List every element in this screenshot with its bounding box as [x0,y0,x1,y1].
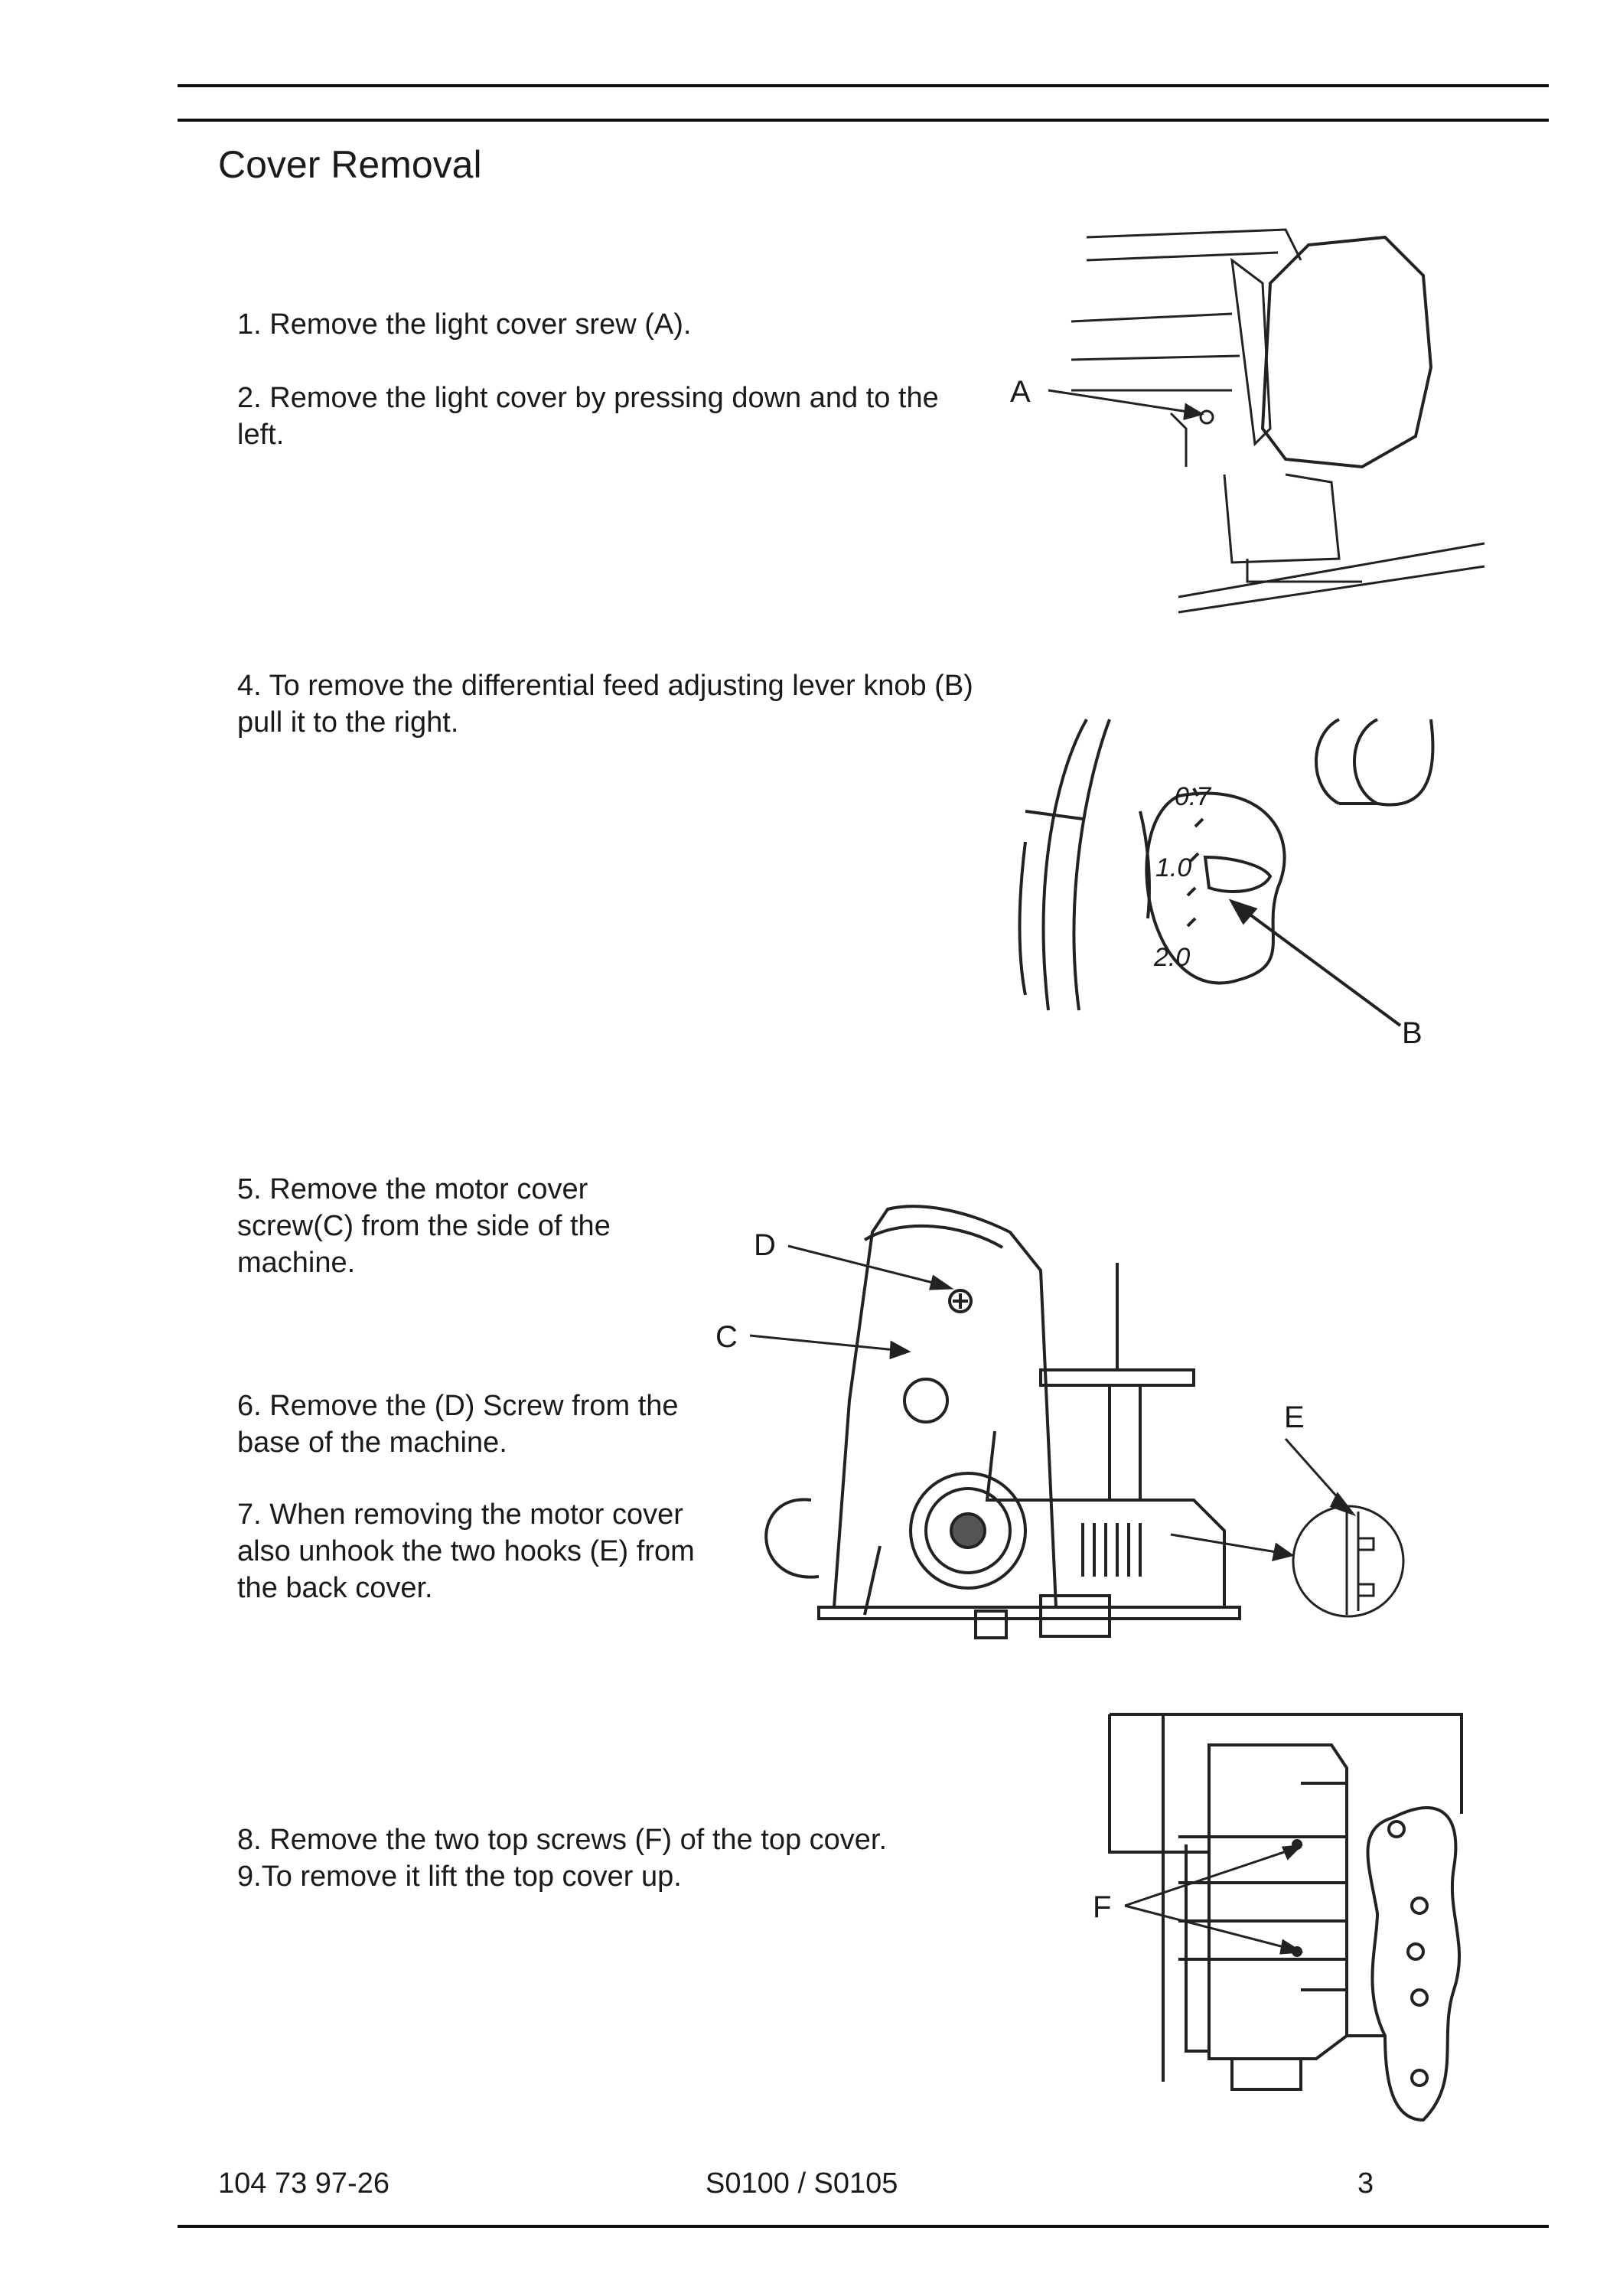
arrow-c [750,1332,918,1370]
step-6: 6. Remove the (D) Screw from the base of… [237,1390,679,1459]
step-7: 7. When removing the motor cover also un… [237,1499,695,1604]
label-a: A [1010,375,1031,409]
header-rule-top [178,84,1549,87]
differential-feed-dial-illustration [1010,704,1469,1102]
machine-side-illustration [735,1194,1270,1684]
label-f: F [1093,1890,1112,1924]
footer-models: S0100 / S0105 [706,2167,898,2200]
arrow-d [788,1240,957,1301]
page-title: Cover Removal [218,143,482,186]
arrow-b [1224,895,1408,1033]
step-9: 9.To remove it lift the top cover up. [237,1861,682,1893]
dial-tick-1-0: 1.0 [1155,853,1192,882]
label-e: E [1284,1401,1305,1434]
light-cover-illustration [1056,214,1484,635]
label-c: C [715,1320,738,1354]
arrows-f [1121,1837,1312,1975]
footer-part-number: 104 73 97-26 [218,2167,389,2200]
label-d: D [754,1228,776,1262]
step-1: 1. Remove the light cover srew (A). [237,308,692,341]
footer-page-number: 3 [1357,2167,1374,2200]
footer-rule [178,2225,1549,2228]
step-4: 4. To remove the differential feed adjus… [237,670,973,739]
dial-tick-0-7: 0.7 [1175,782,1211,811]
step-2: 2. Remove the light cover by pressing do… [237,382,939,451]
top-cover-illustration [1102,1714,1469,2128]
hooks-detail-illustration [1171,1439,1423,1630]
header-rule-bottom [178,119,1549,122]
step-5: 5. Remove the motor cover screw(C) from … [237,1173,611,1279]
dial-tick-2-0: 2.0 [1154,943,1191,972]
step-8: 8. Remove the two top screws (F) of the … [237,1824,888,1856]
arrow-a [1048,386,1217,432]
label-b: B [1402,1016,1423,1050]
